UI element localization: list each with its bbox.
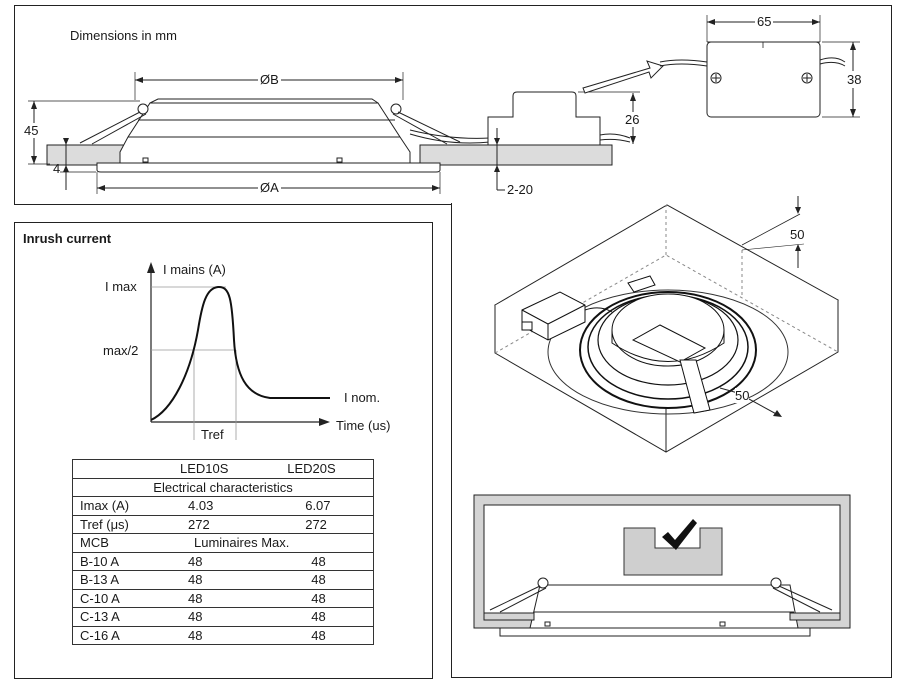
row-label: Tref (μs)	[72, 515, 152, 534]
section-luminaires: Luminaires Max.	[152, 533, 374, 553]
dim-45-label: 45	[24, 123, 39, 138]
dim-38-label: 38	[847, 71, 862, 88]
row-value: 48	[275, 607, 374, 627]
row-label: C-13 A	[72, 607, 152, 627]
row-value: 48	[275, 589, 374, 608]
row-value: 48	[275, 552, 374, 571]
table-header-cell: LED10S	[152, 459, 276, 479]
table-row: Imax (A) 4.03 6.07	[72, 496, 374, 516]
dim-26-label: 26	[625, 112, 640, 127]
table-row: B-13 A 48 48	[72, 570, 374, 590]
tref-label: Tref	[201, 427, 224, 442]
row-value: 272	[275, 515, 374, 534]
check-icon	[662, 519, 697, 550]
table-header-row: LED10S LED20S	[72, 459, 374, 479]
table-header-cell: LED20S	[275, 459, 374, 479]
electrical-table: LED10S LED20S Electrical characteristics…	[72, 459, 374, 645]
dimensions-drawing	[28, 15, 860, 194]
dimensions-title: Dimensions in mm	[70, 28, 177, 43]
row-label: C-16 A	[80, 627, 120, 643]
table-header-cell	[72, 459, 152, 479]
x-axis-label: Time (us)	[336, 418, 391, 433]
row-value: 48	[188, 627, 203, 643]
y-axis-label: I mains (A)	[163, 262, 226, 277]
row-value: 6.07	[275, 496, 374, 516]
row-value: 48	[152, 570, 276, 590]
row-value: 48	[152, 607, 276, 627]
inrush-title: Inrush current	[23, 231, 112, 246]
row-value: 272	[152, 515, 276, 534]
row-value: 48	[152, 589, 276, 608]
imax-label: I max	[105, 279, 137, 294]
dim-50-side-label: 50	[735, 388, 750, 403]
dim-65-label: 65	[755, 14, 774, 29]
table-row: C-16 A 48 48	[73, 626, 374, 645]
row-value: 48	[311, 627, 326, 643]
row-label: B-10 A	[72, 552, 152, 571]
row-value: 48	[152, 552, 276, 571]
row-label: B-13 A	[72, 570, 152, 590]
dim-2-20-label: 2-20	[507, 182, 534, 197]
dim-50-top-label: 50	[790, 227, 805, 242]
row-value: 4.03	[152, 496, 276, 516]
dim-4-label: 4	[53, 161, 61, 176]
table-row: B-10 A 48 48	[72, 552, 374, 571]
table-row: Tref (μs) 272 272	[72, 515, 374, 534]
table-section-row: Electrical characteristics	[72, 478, 374, 497]
max2-label: max/2	[103, 343, 139, 358]
inom-label: I nom.	[344, 390, 381, 405]
section-electrical: Electrical characteristics	[72, 478, 374, 497]
dim-oa-label: ØA	[258, 180, 281, 195]
table-section-row: MCB Luminaires Max.	[72, 533, 374, 553]
row-label: C-10 A	[72, 589, 152, 608]
dim-ob-label: ØB	[258, 72, 281, 87]
table-row: C-10 A 48 48	[72, 589, 374, 608]
row-value: 48	[275, 570, 374, 590]
row-label: Imax (A)	[72, 496, 152, 516]
mcb-label: MCB	[72, 533, 152, 553]
table-row: C-13 A 48 48	[72, 607, 374, 627]
